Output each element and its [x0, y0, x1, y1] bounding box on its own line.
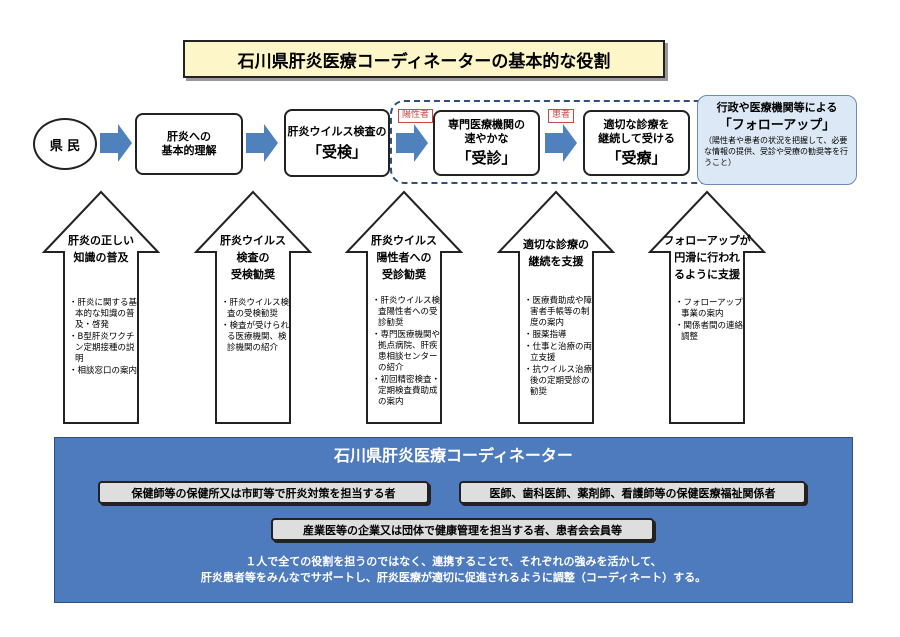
step-understanding-line2: 基本的理解 [161, 144, 217, 157]
role-3-title-2: 陽性者への [376, 251, 432, 265]
role-5-title-1: フォローアップが [663, 234, 751, 247]
flow-arrow-2 [246, 124, 278, 162]
role-1-title-2: 知識の普及 [73, 251, 129, 265]
role-arrow-1: 肝炎の正しい 知識の普及 ・肝炎に関する基本的な知識の普及・啓発 ・B型肝炎ワク… [42, 190, 160, 425]
role-3-item-3: ・初回精密検査・定期検査費助成の案内 [372, 375, 441, 408]
page-title: 石川県肝炎医療コーディネーターの基本的な役割 [183, 40, 665, 78]
role-arrow-2: 肝炎ウイルス 検査の 受検勧奨 ・肝炎ウイルス検査の受検勧奨 ・検査が受けられる… [194, 190, 312, 425]
role-1-title-1: 肝炎の正しい [68, 234, 134, 247]
coordinator-pill-medical: 医師、歯科医師、薬剤師、看護師等の保健医療福祉関係者 [459, 481, 806, 504]
step-consultation-big: 「受診」 [456, 149, 517, 168]
step-consultation-line1: 専門医療機関の [448, 117, 525, 131]
tag-patient: 患者 [548, 109, 575, 123]
role-5-title-3: るように支援 [674, 268, 740, 282]
role-2-item-1: ・肝炎ウイルス検査の受検勧奨 [221, 298, 290, 320]
role-1-item-1: ・肝炎に関する基本的な知識の普及・啓発 [69, 298, 138, 331]
role-4-item-2: ・服薬指導 [524, 330, 567, 341]
role-1-item-2: ・B型肝炎ワクチン定期接種の説明 [69, 332, 135, 365]
role-2-title-1: 肝炎ウイルス [220, 234, 286, 247]
flow-arrow-3 [396, 124, 428, 162]
role-2-title-3: 受検勧奨 [231, 268, 275, 282]
citizen-node: 県 民 [33, 118, 97, 170]
step-treatment-line2: 継続して受ける [598, 131, 675, 145]
coordinator-panel [54, 437, 853, 603]
step-understanding: 肝炎への 基本的理解 [135, 113, 243, 175]
role-3-title-3: 受診勧奨 [382, 268, 426, 282]
flow-arrow-4 [545, 124, 577, 162]
coordinator-pill-public-health: 保健師等の保健所又は市町等で肝炎対策を担当する者 [98, 481, 429, 504]
role-5-item-1: ・フォローアップ事業の案内 [675, 298, 743, 320]
role-5-title-2: 円滑に行われ [674, 251, 740, 265]
followup-sub: （陽性者や患者の状況を把握して、必要な情報の提供、受診や受療の勧奨等を行うこと） [704, 136, 848, 167]
step-testing: 肝炎ウイルス検査の 「受検」 [284, 109, 390, 177]
coordinator-desc-2: 肝炎患者等をみんなでサポートし、肝炎医療が適切に促進されるように調整（コーディネ… [200, 571, 707, 584]
step-testing-big: 「受検」 [306, 142, 367, 161]
role-5-item-2: ・関係者間の連絡調整 [675, 321, 744, 343]
step-testing-line1: 肝炎ウイルス検査の [287, 124, 387, 138]
role-2-title-2: 検査の [236, 251, 270, 265]
role-4-item-4: ・抗ウイルス治療後の定期受診の勧奨 [524, 365, 593, 398]
role-4-item-1: ・医療費助成や障害者手帳等の制度の案内 [524, 296, 593, 329]
flow-arrow-1 [100, 124, 132, 162]
role-3-item-1: ・肝炎ウイルス検査陽性者への受診勧奨 [372, 296, 441, 329]
step-consultation: 専門医療機関の 速やかな 「受診」 [433, 110, 540, 176]
followup-line1: 行政や医療機関等による [716, 101, 838, 114]
role-4-title-1: 適切な診療の [523, 238, 589, 251]
role-arrow-3: 肝炎ウイルス 陽性者への 受診勧奨 ・肝炎ウイルス検査陽性者への受診勧奨 ・専門… [345, 190, 463, 425]
step-consultation-line2: 速やかな [464, 131, 509, 145]
role-4-title-2: 継続を支援 [528, 255, 584, 269]
step-treatment-big: 「受療」 [606, 149, 667, 168]
role-2-item-2: ・検査が受けられる医療機関、検診機関の紹介 [221, 321, 290, 354]
role-1-item-3: ・相談窓口の案内 [69, 366, 138, 377]
tag-positive: 陽性者 [398, 109, 434, 123]
followup-line2: 「フォローアップ」 [718, 118, 836, 134]
role-3-title-1: 肝炎ウイルス [371, 234, 437, 247]
coordinator-pill-industry: 産業医等の企業又は団体で健康管理を担当する者、患者会会員等 [271, 518, 654, 541]
role-arrow-5: フォローアップが 円滑に行われ るように支援 ・フォローアップ事業の案内 ・関係… [648, 190, 766, 425]
role-arrow-4: 適切な診療の 継続を支援 ・医療費助成や障害者手帳等の制度の案内 ・服薬指導 ・… [497, 190, 615, 425]
coordinator-title: 石川県肝炎医療コーディネーター [334, 446, 573, 465]
step-understanding-line1: 肝炎への [167, 130, 211, 144]
role-4-item-3: ・仕事と治療の両立支援 [524, 342, 593, 364]
coordinator-desc-1: １人で全ての役割を担うのではなく、連携することで、それぞれの強みを活かして、 [245, 555, 662, 568]
step-treatment-line1: 適切な診療を [603, 117, 670, 131]
followup-box: 行政や医療機関等による 「フォローアップ」 （陽性者や患者の状況を把握して、必要… [697, 95, 857, 185]
role-3-item-2: ・専門医療機関や拠点病院、肝疾患相談センターの紹介 [372, 330, 441, 374]
flow-arrows [100, 124, 577, 162]
step-treatment: 適切な診療を 継続して受ける 「受療」 [583, 110, 690, 176]
